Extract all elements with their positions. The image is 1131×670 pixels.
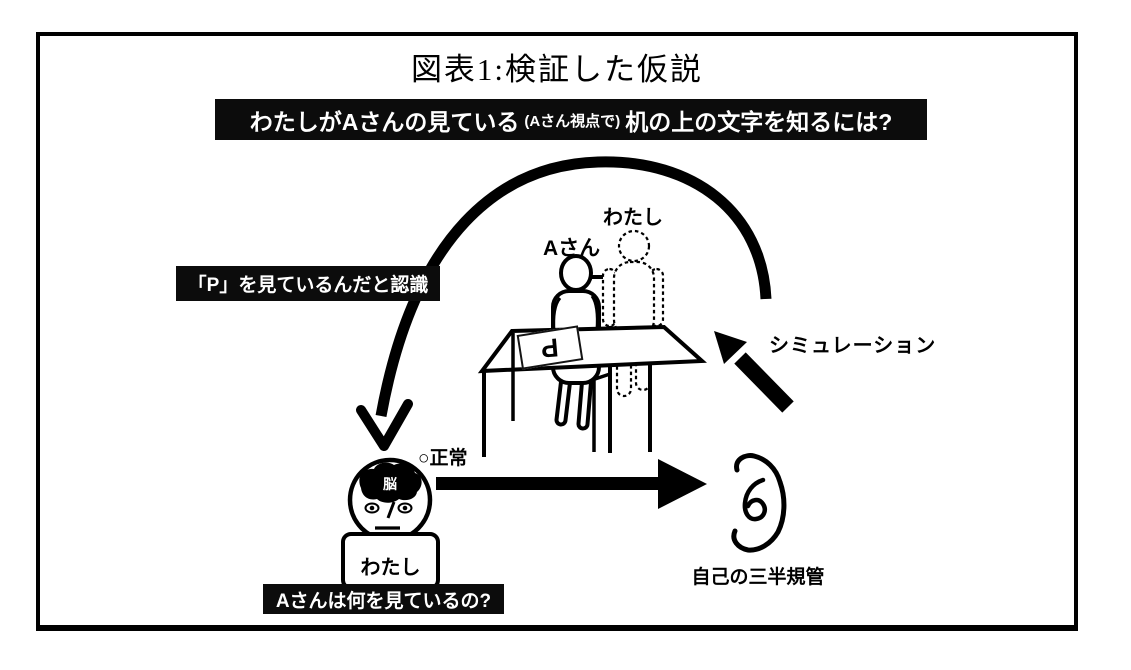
normal-status-label: ○正常 bbox=[418, 448, 468, 469]
me-head-figure bbox=[341, 457, 440, 590]
brain-label: 脳 bbox=[383, 476, 397, 492]
ear-label: 自己の三半規管 bbox=[691, 567, 825, 588]
question-banner: Aさんは何を見ているの? bbox=[263, 584, 504, 614]
hypothesis-paren-note: (Aさん視点で) bbox=[524, 113, 621, 130]
paper-letter: P bbox=[540, 331, 560, 364]
recognition-label: 「P」を見ているんだと認識 bbox=[176, 266, 440, 301]
simulation-arrow bbox=[714, 331, 794, 413]
brain-blob bbox=[359, 462, 422, 503]
hypothesis-main-right: 机の上の文字を知るには? bbox=[625, 108, 893, 135]
hypothesis-main-left: わたしがAさんの見ている bbox=[249, 108, 520, 135]
gaze-arrow bbox=[436, 459, 707, 509]
simulation-label: シミュレーション bbox=[769, 335, 937, 357]
ghost-me-label: わたし bbox=[603, 207, 663, 229]
me-body-label: わたし bbox=[360, 557, 421, 579]
person-a-label: Aさん bbox=[543, 237, 601, 260]
figure-title: 図表1:検証した仮説 bbox=[410, 52, 704, 87]
ear-icon bbox=[731, 453, 787, 553]
hypothesis-banner: わたしがAさんの見ている (Aさん視点で) 机の上の文字を知るには? bbox=[215, 99, 927, 140]
